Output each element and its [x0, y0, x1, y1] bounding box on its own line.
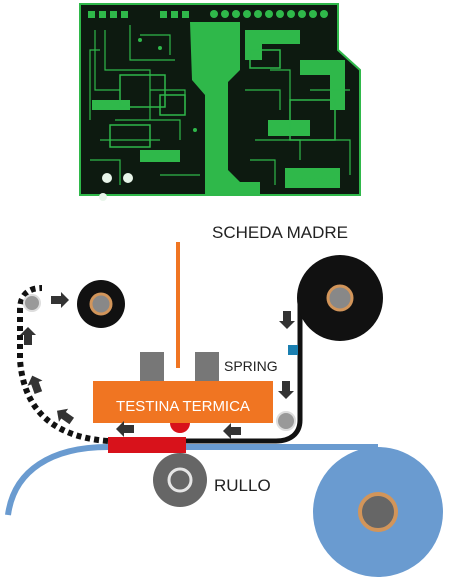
platen-roller-hub	[167, 467, 193, 493]
spring-label: SPRING	[224, 358, 278, 374]
pcb-pads	[99, 173, 133, 201]
pcb-components	[109, 49, 336, 148]
pcb-header-pins	[88, 10, 328, 18]
motion-arrow-icon	[116, 421, 134, 437]
ribbon-sensor	[288, 345, 298, 355]
pcb-vias	[138, 38, 335, 183]
heating-element	[170, 423, 190, 433]
spring-right	[195, 352, 219, 382]
ribbon-guide-roller-left	[23, 294, 41, 312]
roller-label: RULLO	[214, 476, 271, 495]
board-label: SCHEDA MADRE	[212, 223, 348, 242]
ribbon-guide-roller-right	[276, 411, 296, 431]
motion-arrow-icon	[223, 423, 241, 439]
print-zone	[108, 437, 186, 453]
ribbon-supply-path	[108, 298, 303, 444]
ribbon-supply-core	[326, 284, 354, 312]
spring-left	[140, 352, 164, 382]
print-head-label: TESTINA TERMICA	[116, 398, 250, 415]
motion-arrow-icon	[278, 381, 294, 399]
ribbon-rewind-core	[89, 292, 113, 316]
motion-arrow-icon	[51, 292, 69, 308]
motherboard-pcb	[79, 3, 361, 201]
motion-arrow-icon	[279, 311, 295, 329]
ribbon-used-path	[17, 285, 109, 444]
paper-roll-core	[358, 492, 398, 532]
paper-media-path	[5, 444, 378, 516]
thermal-print-head	[93, 381, 273, 423]
